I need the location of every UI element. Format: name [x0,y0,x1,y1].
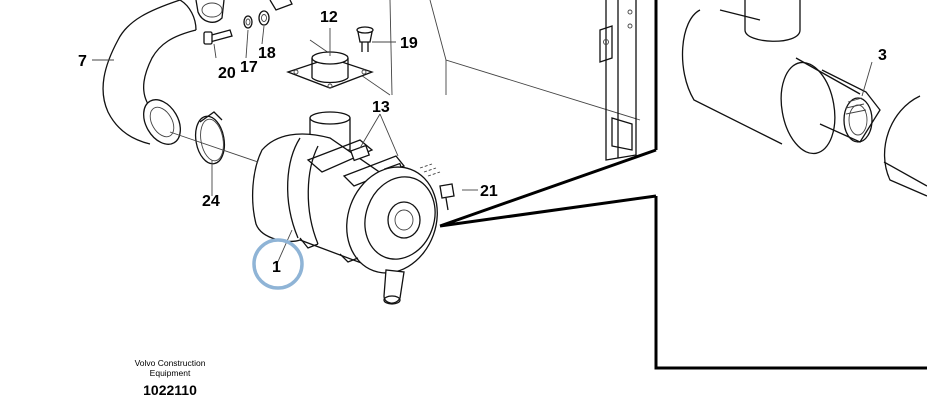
bolt-19 [356,26,374,52]
callout-3: 3 [878,47,887,64]
leader-lines [92,25,873,267]
top-clip [195,0,293,23]
mounting-bracket [599,0,637,161]
brand-line-2: Equipment [150,368,191,378]
callout-21: 21 [480,183,498,200]
callout-17: 17 [240,59,258,76]
highlight-circle [252,238,304,290]
brand-line-1: Volvo Construction [135,358,206,368]
callout-20: 20 [218,65,236,82]
flange-outlet [286,51,374,89]
bolt-21 [419,163,455,211]
callout-19: 19 [400,35,418,52]
callout-13: 13 [372,99,390,116]
background-frame-lines [309,0,641,121]
callout-1: 1 [272,259,281,276]
callout-24: 24 [202,193,220,210]
document-number: 1022110 [143,382,197,398]
intake-hose [102,0,197,145]
callout-7: 7 [78,53,87,70]
detail-view [439,0,927,370]
air-cleaner-housing [252,111,438,305]
fasteners-17-18-20 [203,10,270,45]
hose-clamp [194,111,226,165]
callout-18: 18 [258,45,276,62]
callout-12: 12 [320,9,338,26]
